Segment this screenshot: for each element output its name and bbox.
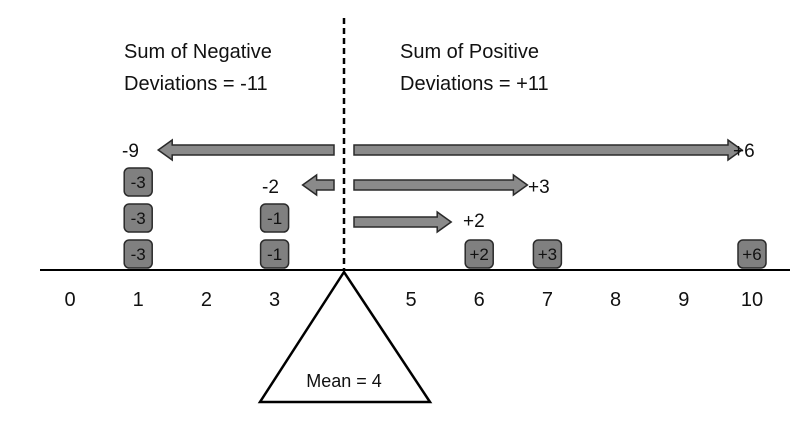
deviation-arrow-right-to-6 bbox=[353, 210, 453, 234]
block-x1-level0 bbox=[123, 239, 153, 269]
block-x1-level1 bbox=[123, 203, 153, 233]
block-label-x3-level0: -1 bbox=[267, 245, 282, 264]
tick-label-1: 1 bbox=[133, 289, 144, 311]
deviation-arrow-right-to-7 bbox=[353, 173, 529, 197]
arrow-label-minus9: -9 bbox=[122, 141, 139, 162]
tick-label-6: 6 bbox=[474, 289, 485, 311]
deviation-arrow-right-to-10 bbox=[353, 138, 744, 162]
fulcrum-mean-label: Mean = 4 bbox=[306, 371, 382, 391]
tick-label-5: 5 bbox=[405, 289, 416, 311]
block-label-x10-level0: +6 bbox=[742, 245, 761, 264]
block-label-x7-level0: +3 bbox=[538, 245, 557, 264]
arrow-label-plus2: +2 bbox=[463, 211, 485, 232]
tick-label-0: 0 bbox=[64, 289, 75, 311]
block-x6-level0 bbox=[464, 239, 494, 269]
negative-header-line2: Deviations = -11 bbox=[124, 73, 268, 95]
fulcrum-triangle bbox=[257, 269, 433, 404]
positive-header-line2: Deviations = +11 bbox=[400, 73, 549, 95]
deviation-blocks: -3 -3 -3 -1 -1 +2 +3 +6 bbox=[123, 167, 767, 269]
arrow-label-minus2: -2 bbox=[262, 177, 279, 198]
deviation-arrow-left-to-3 bbox=[301, 173, 335, 197]
axis-tick-labels: 0 1 2 3 4 5 6 7 8 9 10 bbox=[64, 289, 763, 311]
negative-header-line1: Sum of Negative bbox=[124, 41, 272, 63]
tick-label-9: 9 bbox=[678, 289, 689, 311]
block-x1-level2 bbox=[123, 167, 153, 197]
deviation-arrows bbox=[156, 138, 744, 234]
block-label-x1-level2: -3 bbox=[131, 173, 146, 192]
arrow-label-plus6: +6 bbox=[733, 141, 755, 162]
tick-label-2: 2 bbox=[201, 289, 212, 311]
arrow-label-plus3: +3 bbox=[528, 177, 550, 198]
block-x3-level0 bbox=[259, 239, 290, 269]
deviation-arrow-left-to-1 bbox=[156, 138, 335, 162]
block-x10-level0 bbox=[737, 239, 767, 269]
tick-label-8: 8 bbox=[610, 289, 621, 311]
block-x3-level1 bbox=[259, 203, 290, 233]
positive-header-line1: Sum of Positive bbox=[400, 41, 539, 63]
tick-label-7: 7 bbox=[542, 289, 553, 311]
tick-label-3: 3 bbox=[269, 289, 280, 311]
block-label-x1-level1: -3 bbox=[131, 209, 146, 228]
block-label-x6-level0: +2 bbox=[470, 245, 489, 264]
tick-label-10: 10 bbox=[741, 289, 763, 311]
block-label-x1-level0: -3 bbox=[131, 245, 146, 264]
block-x7-level0 bbox=[532, 239, 563, 269]
block-label-x3-level1: -1 bbox=[267, 209, 282, 228]
